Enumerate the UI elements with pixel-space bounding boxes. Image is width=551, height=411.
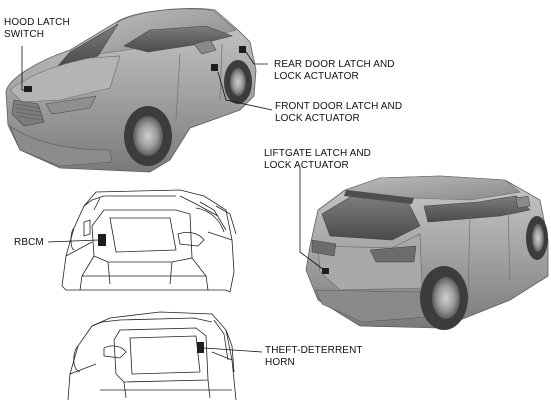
- cargo-area-horn-drawing: [67, 311, 237, 401]
- front-door-latch-leader: [217, 71, 273, 111]
- liftgate-latch-marker: [322, 268, 329, 274]
- front-grille: [11, 99, 45, 127]
- front-door-latch-line-1: FRONT DOOR LATCH AND: [275, 101, 403, 112]
- front-headlight: [45, 95, 97, 115]
- front-door-latch-marker: [211, 64, 218, 71]
- hood-latch-leader: [21, 46, 26, 91]
- rear-door-latch-label: REAR DOOR LATCH AND LOCK ACTUATOR: [274, 59, 395, 83]
- rear-vehicle-roof: [344, 175, 521, 201]
- front-vehicle-body: [5, 8, 257, 173]
- front-bumper: [9, 125, 113, 167]
- hood-latch-switch-marker: [24, 86, 32, 92]
- rear-door-latch-leader: [245, 51, 268, 65]
- front-windshield: [57, 23, 119, 67]
- tail-light-left: [311, 239, 337, 257]
- rear-bumper: [315, 289, 441, 323]
- rear-side-windows: [423, 195, 531, 223]
- theft-deterrent-horn-line-2: HORN: [265, 357, 295, 368]
- rear-door-latch-line-2: LOCK ACTUATOR: [274, 71, 359, 82]
- rbcm-line-1: RBCM: [14, 237, 44, 248]
- theft-deterrent-horn-line-1: THEFT-DETERRENT: [265, 345, 363, 356]
- liftgate-latch-leader: [299, 168, 325, 271]
- rbcm-label: RBCM: [14, 237, 44, 249]
- door-mirror: [193, 39, 217, 55]
- front-door-latch-label: FRONT DOOR LATCH AND LOCK ACTUATOR: [275, 101, 402, 125]
- rear-spoiler: [344, 190, 414, 204]
- rear-vehicle-view: [305, 175, 549, 330]
- cargo-area-rbcm-drawing: [61, 189, 237, 293]
- rear-door-latch-marker: [239, 46, 246, 53]
- rear-door-latch-line-1: REAR DOOR LATCH AND: [274, 59, 395, 70]
- leader-lines: [21, 46, 325, 353]
- liftgate-latch-line-2: LOCK ACTUATOR: [264, 160, 349, 171]
- rbcm-marker: [98, 234, 106, 246]
- theft-deterrent-horn-label: THEFT-DETERRENT HORN: [265, 345, 363, 369]
- liftgate-latch-line-1: LIFTGATE LATCH AND: [264, 148, 372, 159]
- rbcm-leader: [47, 239, 99, 243]
- hood-latch-switch-line-1: HOOD LATCH: [4, 17, 70, 28]
- hood-latch-switch-line-2: SWITCH: [4, 29, 45, 40]
- horn-leader: [203, 347, 263, 353]
- tail-light-right: [369, 245, 417, 263]
- hood-latch-switch-label: HOOD LATCH SWITCH: [4, 17, 70, 41]
- front-vehicle-view: [5, 8, 257, 173]
- front-door-latch-line-2: LOCK ACTUATOR: [275, 113, 360, 124]
- liftgate-latch-label: LIFTGATE LATCH AND LOCK ACTUATOR: [264, 148, 371, 172]
- theft-deterrent-horn-marker: [197, 342, 204, 353]
- front-side-windows: [123, 25, 233, 53]
